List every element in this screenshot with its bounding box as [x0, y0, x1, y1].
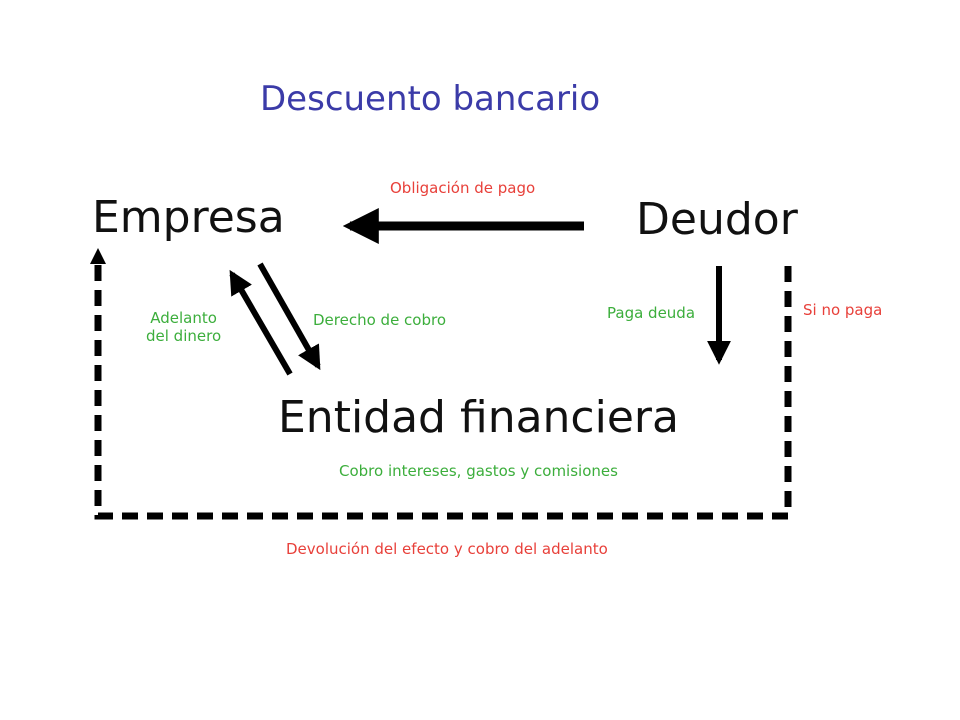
label-derecho-cobro: Derecho de cobro: [313, 311, 447, 329]
arrow-devolucion-path: [94, 262, 792, 520]
diagram-title: Descuento bancario: [260, 79, 601, 119]
arrow-derecho-cobro: [257, 262, 321, 371]
label-devolucion: Devolución del efecto y cobro del adelan…: [286, 540, 608, 558]
label-obligacion-pago: Obligación de pago: [390, 179, 536, 197]
label-cobro-intereses: Cobro intereses, gastos y comisiones: [339, 462, 618, 480]
arrow-adelanto-dinero: [229, 269, 293, 376]
node-deudor: Deudor: [636, 194, 798, 245]
label-adelanto-dinero: Adelanto del dinero: [146, 309, 222, 345]
label-paga-deuda: Paga deuda: [607, 304, 696, 322]
node-entidad-financiera: Entidad financiera: [278, 392, 679, 443]
arrow-devolucion-head: [90, 248, 106, 264]
label-si-no-paga: Si no paga: [803, 301, 883, 319]
node-empresa: Empresa: [92, 192, 285, 243]
